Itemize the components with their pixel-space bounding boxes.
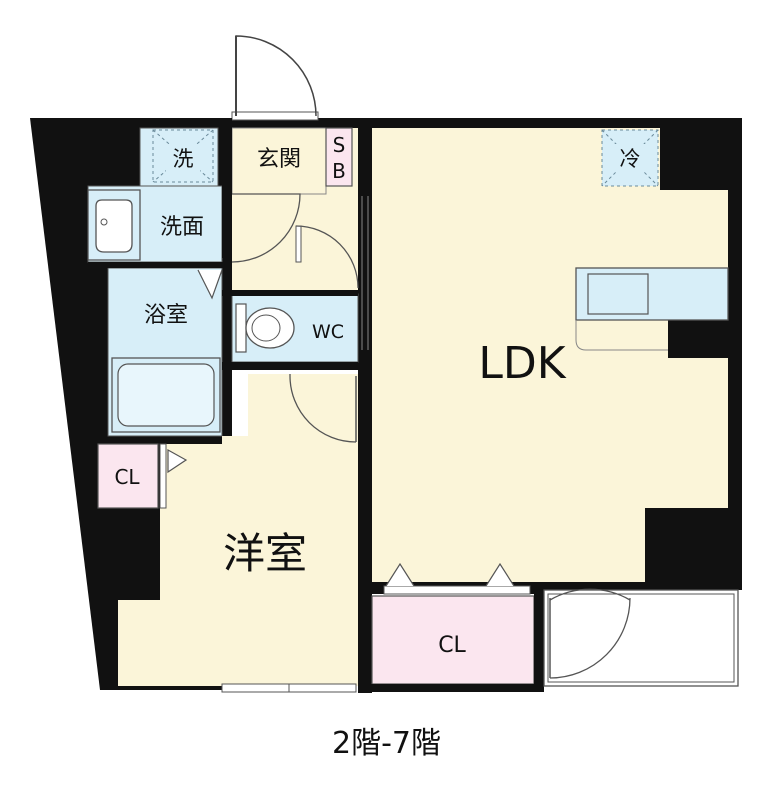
western-room-floor	[118, 370, 358, 686]
wc-wall-bottom	[222, 362, 358, 370]
shoebox	[325, 127, 353, 187]
ldk-closet-door-track	[383, 585, 531, 595]
bath-label: 浴室	[144, 303, 188, 328]
western-closet-door-line	[159, 443, 167, 509]
fridge-label: 冷	[620, 147, 641, 171]
ldk-floor	[372, 128, 728, 582]
wc-seat	[251, 314, 281, 342]
bathtub-inner	[117, 363, 215, 427]
ldk-closet-wall-right	[534, 590, 544, 692]
ldk-label: LDK	[478, 338, 566, 389]
shoebox-label-s: S	[333, 133, 346, 157]
western-room-label: 洋室	[223, 529, 307, 578]
ldk-closet-marker-b	[485, 562, 515, 587]
washroom-door-leaf	[295, 225, 302, 263]
outer-wall-top	[150, 118, 740, 128]
washer-cross-b	[152, 129, 214, 183]
washroom-label: 洗面	[160, 215, 204, 240]
shoebox-label-b: B	[332, 159, 346, 183]
wc-wall-top	[222, 290, 358, 296]
kitchen-sink	[587, 273, 649, 315]
bath-door-marker	[197, 269, 223, 300]
toilet-label: WC	[312, 321, 344, 343]
western-closet-door-marker	[167, 448, 188, 474]
floor-caption: 2階-7階	[332, 726, 441, 761]
washbasin-drain	[100, 218, 108, 226]
washroom-door-swing	[231, 193, 301, 263]
ldk-closet-label: CL	[438, 633, 466, 658]
wc-tank	[235, 303, 247, 353]
fridge-cross-a	[601, 129, 659, 187]
balcony	[543, 589, 739, 687]
entrance-door-frame	[231, 111, 319, 121]
washroom-bath-wall	[88, 262, 232, 268]
entrance-label: 玄関	[257, 147, 301, 172]
balcony-door-arc	[549, 597, 631, 679]
balcony-rail	[547, 593, 735, 683]
ldk-closet-wall-bottom	[358, 684, 544, 692]
wall-block-top-right	[660, 118, 742, 190]
wall-block-right-mid	[668, 318, 742, 358]
kitchen-counter-edge	[575, 320, 668, 351]
entrance-door-swing	[235, 35, 317, 117]
washbasin-bowl	[95, 199, 133, 253]
wc-door-swing	[295, 225, 359, 289]
western-room-door-frame	[248, 370, 358, 374]
ldk-closet	[371, 595, 535, 685]
western-room-door-swing	[289, 374, 357, 443]
balcony-door-swing	[549, 588, 631, 601]
ldk-left-wall	[358, 118, 372, 693]
fridge-label-bg	[614, 144, 646, 172]
washroom-entrance-wall	[222, 118, 232, 258]
washer-box	[152, 129, 214, 183]
wall-block-bottom-right	[645, 508, 742, 590]
washer-cross-a	[152, 129, 214, 183]
fridge-cross-b	[601, 129, 659, 187]
ldk-closet-marker-a	[385, 562, 415, 587]
western-closet-label: CL	[114, 465, 140, 489]
washer-label-bg	[166, 144, 200, 172]
western-closet	[97, 443, 159, 509]
washer-label: 洗	[173, 147, 194, 171]
